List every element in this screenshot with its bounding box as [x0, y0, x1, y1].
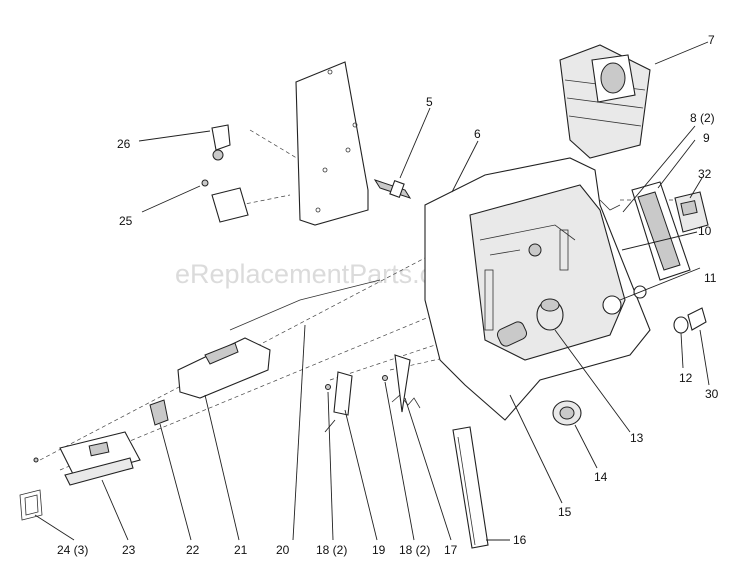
- part-12-nut: [673, 316, 689, 334]
- part-26-clip: [211, 124, 231, 161]
- callout-10: 10: [698, 224, 712, 238]
- part-16-strip: [452, 426, 489, 549]
- callout-21: 21: [234, 543, 248, 557]
- part-24-clips: [19, 457, 43, 521]
- callout-7: 7: [708, 33, 715, 47]
- part-14-cap: [552, 400, 582, 426]
- part-25-switch: [201, 179, 249, 223]
- callout-16: 16: [513, 533, 527, 547]
- callout-23: 23: [122, 543, 136, 557]
- watermark: eReplacementParts.com: [175, 259, 471, 289]
- callout-13: 13: [630, 431, 644, 445]
- part-9-trim-strip: [631, 181, 691, 281]
- callout-6: 6: [474, 127, 481, 141]
- part-18-screws: [325, 375, 388, 390]
- callout-32: 32: [698, 167, 712, 181]
- callout-26: 26: [117, 137, 131, 151]
- callout-18-right: 18 (2): [399, 543, 430, 557]
- part-17-spring: [391, 354, 421, 413]
- part-5-shaft: [373, 179, 412, 199]
- part-21-cover: [177, 337, 271, 399]
- callout-25: 25: [119, 214, 133, 228]
- callout-9: 9: [703, 131, 710, 145]
- callout-12: 12: [679, 371, 693, 385]
- part-30-insert: [687, 307, 707, 331]
- leader-lines: [34, 41, 710, 541]
- callout-15: 15: [558, 505, 572, 519]
- callout-20: 20: [276, 543, 290, 557]
- mounting-plate: [295, 61, 369, 226]
- callout-22: 22: [186, 543, 200, 557]
- callout-14: 14: [594, 470, 608, 484]
- callout-18-left: 18 (2): [316, 543, 347, 557]
- callout-8: 8 (2): [690, 111, 715, 125]
- part-23-bracket: [59, 431, 141, 486]
- callout-24: 24 (3): [57, 543, 88, 557]
- callout-17: 17: [444, 543, 458, 557]
- part-6-console-housing: [424, 157, 651, 421]
- callout-11: 11: [704, 271, 717, 285]
- part-20-panel: [229, 279, 381, 331]
- part-22-connector: [149, 399, 169, 426]
- callout-5: 5: [426, 95, 433, 109]
- callout-labels: 26 25 5 6 7 8 (2) 9 32 10 11 12 30 13 14…: [57, 33, 719, 557]
- callout-30: 30: [705, 387, 719, 401]
- part-19-lever: [324, 371, 353, 433]
- part-7-boot: [559, 44, 651, 159]
- part-32-rocker-switch: [674, 191, 709, 233]
- callout-19: 19: [372, 543, 386, 557]
- part-13-knob: [536, 298, 564, 331]
